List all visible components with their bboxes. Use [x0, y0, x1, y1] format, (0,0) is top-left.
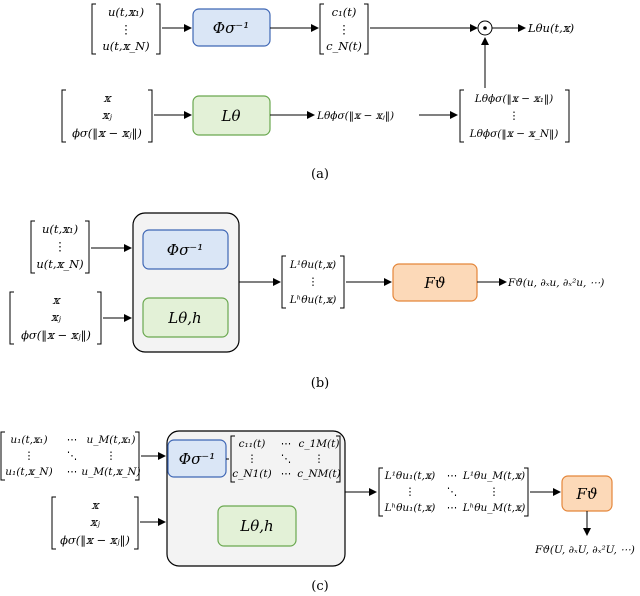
a-phi-label: Φσ⁻¹	[213, 19, 249, 37]
c-coeff-r1-c1: c₁₁(t)	[239, 438, 266, 450]
a-input-bottom-row-3: ϕσ(‖𝕩 − 𝕩ⱼ‖)	[72, 126, 142, 141]
c-mid-r1-c1: L¹θu₁(t,𝕩)	[384, 470, 436, 482]
panel-c: u₁(t,𝕩₁) ⋯ u_M(t,𝕩₁) ⋮ ⋱ ⋮ u₁(t,𝕩_N) ⋯ u…	[0, 430, 635, 594]
c-l-theta-h-box	[217, 505, 297, 547]
b-l-label: Lθ,h	[167, 309, 201, 327]
a-input-bottom-row-2: 𝕩ⱼ	[102, 108, 113, 122]
b-caption: (b)	[311, 376, 329, 391]
c-mid-r2-c1: ⋮	[405, 486, 416, 498]
c-input-top-r2-c3: ⋮	[106, 450, 117, 462]
b-phi-label: Φσ⁻¹	[167, 241, 203, 259]
c-input-bottom-row-3: ϕσ(‖𝕩 − 𝕩ⱼ‖)	[60, 533, 130, 548]
a-coefficients-vector: c₁(t) ⋮ c_N(t)	[319, 3, 369, 55]
c-mid-r3-c2: ⋯	[447, 502, 458, 514]
b-input-bottom-row-2: 𝕩ⱼ	[51, 310, 62, 324]
c-input-top-matrix: u₁(t,𝕩₁) ⋯ u_M(t,𝕩₁) ⋮ ⋱ ⋮ u₁(t,𝕩_N) ⋯ u…	[0, 431, 141, 481]
c-derivative-matrix: L¹θu₁(t,𝕩) ⋯ L¹θu_M(t,𝕩) ⋮ ⋱ ⋮ Lʰθu₁(t,𝕩…	[378, 467, 529, 517]
c-input-top-r3-c2: ⋯	[67, 466, 78, 478]
c-coeff-r2-c1: ⋮	[247, 453, 258, 465]
c-mid-r2-c3: ⋮	[489, 486, 500, 498]
panel-b: u(t,𝕩₁) ⋮ u(t,𝕩_N) 𝕩 𝕩ⱼ ϕσ(‖𝕩 − 𝕩ⱼ‖) Φσ⁻…	[9, 212, 604, 391]
a-input-top-row-3: u(t,𝕩_N)	[102, 39, 149, 53]
b-input-top-vector: u(t,𝕩₁) ⋮ u(t,𝕩_N)	[30, 220, 90, 274]
b-mid-row-1: L¹θu(t,𝕩)	[289, 259, 336, 271]
c-mid-r2-c2: ⋱	[447, 486, 458, 498]
a-matrix-row-2: ⋮	[509, 110, 520, 122]
a-coeff-row-3: c_N(t)	[326, 39, 362, 53]
c-input-top-r1-c3: u_M(t,𝕩₁)	[87, 434, 136, 446]
a-output-label: Lθu(t,𝕩)	[527, 21, 574, 35]
c-mid-r3-c1: Lʰθu₁(t,𝕩)	[384, 502, 436, 514]
c-mid-r1-c2: ⋯	[447, 470, 458, 482]
a-matrix-row-3: Lθϕσ(‖𝕩 − 𝕩_N‖)	[469, 128, 559, 141]
panel-a: u(t,𝕩₁) ⋮ u(t,𝕩_N) Φσ⁻¹ c₁(t) ⋮ c_N(t) L…	[61, 3, 574, 182]
c-input-bottom-row-2: 𝕩ⱼ	[90, 515, 101, 529]
c-coeff-r2-c3: ⋮	[314, 453, 325, 465]
a-l-phi-matrix: Lθϕσ(‖𝕩 − 𝕩₁‖) ⋮ Lθϕσ(‖𝕩 − 𝕩_N‖)	[459, 89, 570, 143]
c-coefficients-matrix: c₁₁(t) ⋯ c_1M(t) ⋮ ⋱ ⋮ c_N1(t) ⋯ c_NM(t)	[230, 435, 341, 483]
a-input-bottom-row-1: 𝕩	[104, 91, 113, 105]
c-f-label: Fϑ	[575, 485, 597, 503]
c-input-top-r1-c2: ⋯	[67, 434, 78, 446]
c-input-top-r3-c1: u₁(t,𝕩_N)	[5, 466, 52, 478]
b-phi-inverse-box	[142, 229, 229, 270]
c-l-label: Lθ,h	[239, 517, 273, 535]
c-input-top-r1-c1: u₁(t,𝕩₁)	[10, 434, 47, 446]
c-caption: (c)	[311, 579, 328, 594]
c-input-bottom-vector: 𝕩 𝕩ⱼ ϕσ(‖𝕩 − 𝕩ⱼ‖)	[51, 496, 139, 550]
c-mid-r1-c3: L¹θu_M(t,𝕩)	[462, 470, 525, 482]
b-input-top-row-2: ⋮	[54, 239, 66, 253]
c-phi-label: Φσ⁻¹	[179, 450, 215, 468]
c-coeff-r1-c2: ⋯	[281, 438, 292, 450]
c-input-top-r2-c2: ⋱	[67, 450, 78, 462]
c-input-top-r2-c1: ⋮	[24, 450, 35, 462]
c-coeff-r3-c2: ⋯	[281, 468, 292, 480]
a-coeff-row-1: c₁(t)	[332, 5, 357, 19]
c-coeff-r3-c1: c_N1(t)	[232, 468, 271, 480]
a-input-top-vector: u(t,𝕩₁) ⋮ u(t,𝕩_N)	[91, 3, 161, 55]
b-mid-row-3: Lʰθu(t,𝕩)	[289, 294, 337, 306]
c-coeff-r2-c2: ⋱	[281, 453, 292, 465]
b-derivative-vector: L¹θu(t,𝕩) ⋮ Lʰθu(t,𝕩)	[281, 255, 345, 309]
c-mid-r3-c3: Lʰθu_M(t,𝕩)	[462, 502, 526, 514]
a-input-bottom-vector: 𝕩 𝕩ⱼ ϕσ(‖𝕩 − 𝕩ⱼ‖)	[61, 89, 153, 143]
c-input-top-r3-c3: u_M(t,𝕩_N)	[81, 466, 140, 478]
b-output-label: Fϑ(u, ∂ₓu, ∂ₓ²u, ⋯)	[507, 277, 604, 289]
b-input-top-row-3: u(t,𝕩_N)	[36, 257, 83, 271]
b-input-bottom-row-1: 𝕩	[53, 293, 62, 307]
b-input-bottom-vector: 𝕩 𝕩ⱼ ϕσ(‖𝕩 − 𝕩ⱼ‖)	[9, 291, 102, 345]
b-input-bottom-row-3: ϕσ(‖𝕩 − 𝕩ⱼ‖)	[21, 328, 91, 343]
a-input-top-row-1: u(t,𝕩₁)	[108, 5, 144, 19]
a-hadamard-dot	[483, 26, 487, 30]
b-input-top-row-1: u(t,𝕩₁)	[42, 222, 78, 236]
a-coeff-row-2: ⋮	[338, 22, 350, 36]
c-output-label: Fϑ(U, ∂ₓU, ∂ₓ²U, ⋯)	[534, 544, 635, 556]
b-l-theta-h-box	[142, 297, 229, 338]
a-input-top-row-2: ⋮	[120, 22, 132, 36]
c-input-bottom-row-1: 𝕩	[92, 498, 101, 512]
a-caption: (a)	[311, 167, 329, 182]
c-coeff-r1-c3: c_1M(t)	[299, 438, 340, 450]
b-f-label: Fϑ	[423, 274, 445, 292]
a-matrix-row-1: Lθϕσ(‖𝕩 − 𝕩₁‖)	[474, 93, 554, 106]
a-l-output-label: Lθϕσ(‖𝕩 − 𝕩ⱼ‖)	[316, 110, 394, 123]
c-coeff-r3-c3: c_NM(t)	[297, 468, 340, 480]
a-l-label: Lθ	[221, 107, 241, 125]
b-mid-row-2: ⋮	[308, 276, 319, 288]
